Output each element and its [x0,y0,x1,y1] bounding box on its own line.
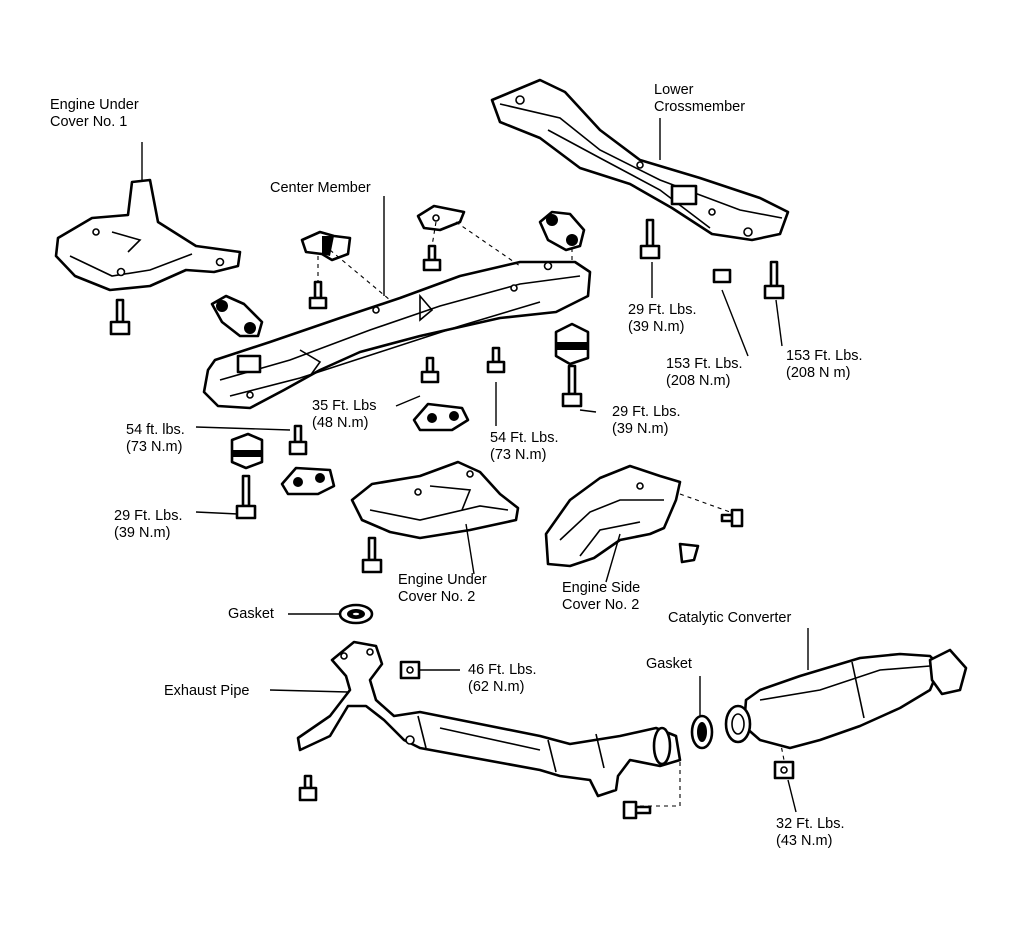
label-torque-54-center: 54 Ft. Lbs. (73 N.m) [490,430,559,463]
bolt [288,424,308,456]
label-catalytic-converter: Catalytic Converter [668,610,792,626]
exhaust-pipe [296,640,682,798]
label-torque-54-left: 54 ft. lbs. (73 N.m) [126,422,185,455]
nut [712,268,732,284]
center-member [202,260,592,410]
label-torque-153-right: 153 Ft. Lbs. (208 N m) [786,348,863,381]
bolt [109,298,131,336]
bolt [639,218,661,260]
label-torque-35: 35 Ft. Lbs (48 N.m) [312,398,377,431]
engine-under-cover-1 [54,178,242,292]
label-exhaust-pipe: Exhaust Pipe [164,683,250,699]
leader-lines [141,118,809,813]
lower-crossmember [490,78,790,242]
bolt [420,356,440,384]
stopper-plate-center [412,402,470,432]
engine-side-cover-2 [544,464,682,568]
nut [773,760,795,780]
mount-cushion-right [554,322,590,366]
stopper-plate-left [280,466,336,496]
bolt [361,536,383,574]
label-torque-29-crossmember: 29 Ft. Lbs. (39 N.m) [628,302,697,335]
bolt [308,280,328,310]
bolt [422,244,442,272]
bolt [235,474,257,520]
upper-bracket-left [300,230,352,262]
label-gasket-upper: Gasket [228,606,274,622]
label-torque-29-left: 29 Ft. Lbs. (39 N.m) [114,508,183,541]
catalytic-converter [724,648,968,750]
label-torque-46: 46 Ft. Lbs. (62 N.m) [468,662,537,695]
bolts [109,218,795,820]
clip [678,542,700,564]
bolt [622,800,652,820]
label-center-member: Center Member [270,180,371,196]
bolt [763,260,785,300]
mount-cushion-left [230,432,264,470]
label-lower-crossmember: Lower Crossmember [654,82,746,115]
nut [399,660,421,680]
pipe-gasket [690,714,714,750]
bolt [561,364,583,408]
label-torque-29-center-right: 29 Ft. Lbs. (39 N.m) [612,404,681,437]
flange-gasket [338,603,374,625]
label-torque-32: 32 Ft. Lbs. (43 N.m) [776,816,845,849]
mount-insulator-left [210,294,264,338]
label-torque-153-left: 153 Ft. Lbs. (208 N.m) [666,356,743,389]
bolt [486,346,506,374]
mount-insulator-upper-right [538,210,586,252]
upper-bracket-right [416,204,466,232]
bolt [720,508,744,528]
label-engine-under-cover-2: Engine Under Cover No. 2 [398,572,487,605]
bolt [298,774,318,802]
engine-under-cover-2 [350,460,520,540]
label-engine-under-cover-1: Engine Under Cover No. 1 [50,97,139,130]
label-gasket-lower: Gasket [646,656,692,672]
label-engine-side-cover-2: Engine Side Cover No. 2 [562,580,641,613]
